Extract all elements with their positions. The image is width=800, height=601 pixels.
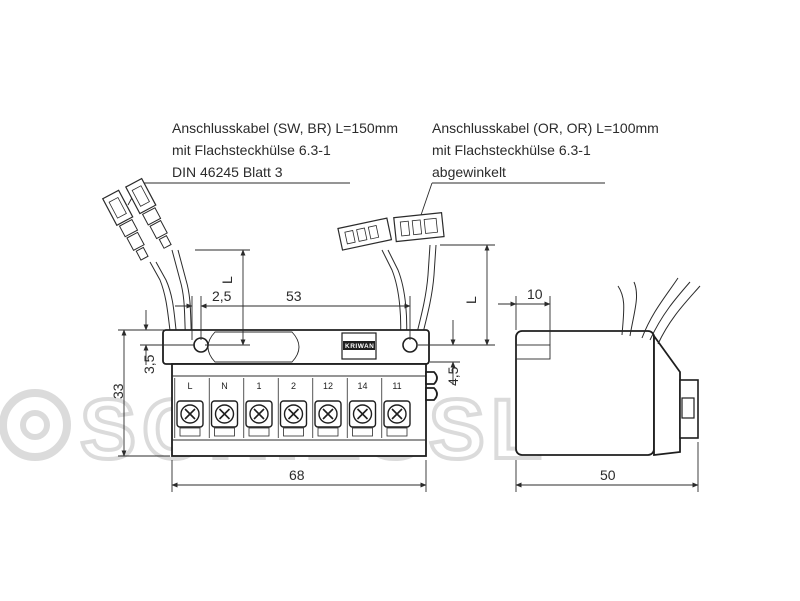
terminal-3: 2 <box>277 378 308 438</box>
dim-hole-spacing: 53 <box>286 288 302 304</box>
left-cable-label-3: DIN 46245 Blatt 3 <box>172 164 283 180</box>
terminal-label: 1 <box>256 381 261 391</box>
terminal-label: 11 <box>392 381 401 391</box>
dim-depth: 50 <box>600 467 616 483</box>
dimensions: L L 2,5 53 3,5 33 4,5 <box>110 244 699 492</box>
terminal-label: N <box>221 381 228 391</box>
brand-text: KRIWAN <box>345 343 374 350</box>
dim-height: 33 <box>110 383 126 399</box>
right-cables <box>337 212 445 346</box>
mounting-hole-right <box>402 337 418 353</box>
terminal-5: 14 <box>346 378 377 438</box>
right-cable-label-2: mit Flachsteckhülse 6.3-1 <box>432 142 591 158</box>
terminal-label: 14 <box>357 381 367 391</box>
dim-length-left: L <box>219 276 235 284</box>
left-cable-label-1: Anschlusskabel (SW, BR) L=150mm <box>172 120 398 136</box>
terminal-6: 11 <box>381 378 411 438</box>
brand-plate <box>343 341 375 350</box>
dim-right-offset: 4,5 <box>445 366 461 386</box>
label-recess <box>207 331 300 363</box>
terminal-label: 2 <box>291 381 296 391</box>
left-cable-label-2: mit Flachsteckhülse 6.3-1 <box>172 142 331 158</box>
terminal-2: 1 <box>243 378 273 438</box>
dim-hole-height: 3,5 <box>141 354 157 374</box>
right-callout-leader <box>419 182 433 219</box>
terminal-0: L <box>174 378 204 438</box>
terminal-4: 12 <box>312 378 342 438</box>
left-cables <box>101 177 193 346</box>
terminal-1: N <box>208 378 239 438</box>
terminal-label: L <box>187 381 192 391</box>
right-cable-label-3: abgewinkelt <box>432 164 506 180</box>
dim-side-top: 10 <box>527 286 543 302</box>
dim-offset: 2,5 <box>212 288 232 304</box>
side-body <box>515 330 655 456</box>
terminal-label: 12 <box>323 381 333 391</box>
dim-width: 68 <box>289 467 305 483</box>
side-view <box>515 277 701 457</box>
right-cable-label-1: Anschlusskabel (OR, OR) L=100mm <box>432 120 659 136</box>
dim-length-right: L <box>463 296 479 304</box>
